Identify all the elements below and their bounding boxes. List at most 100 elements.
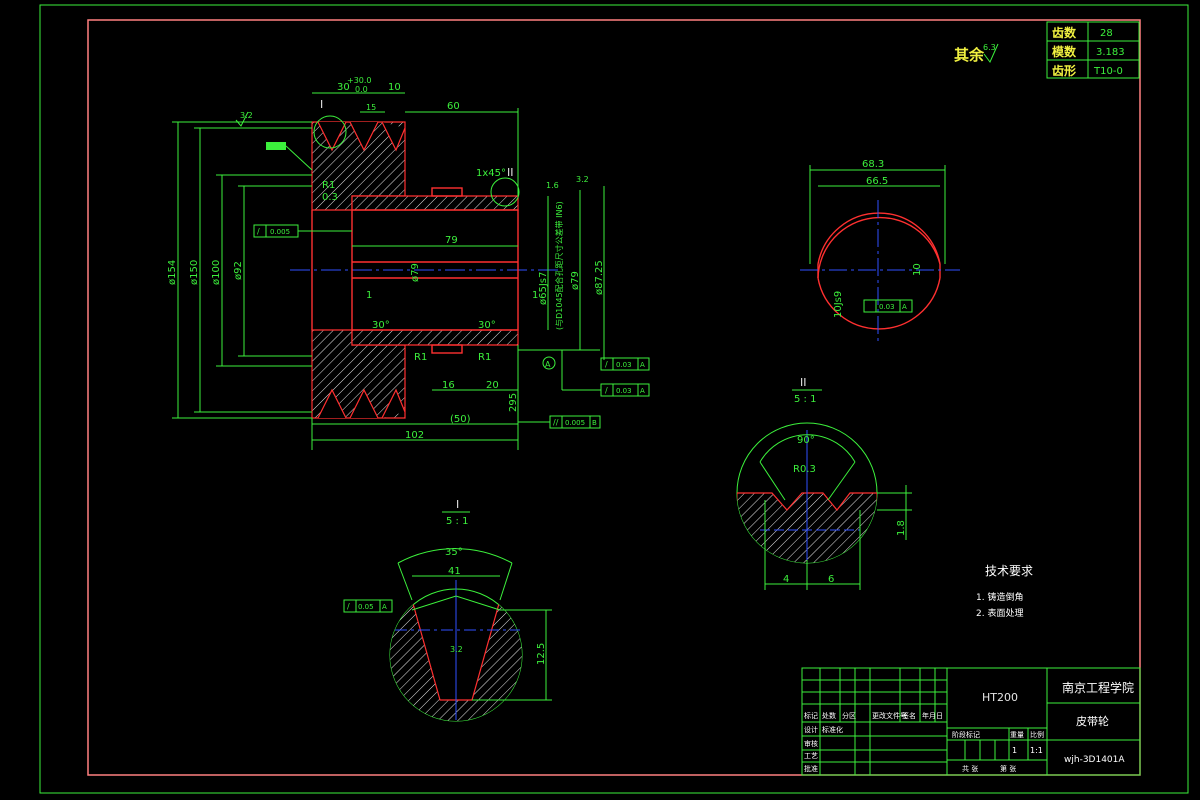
tb-header: 更改文件号 bbox=[872, 711, 907, 720]
tb-part-name: 皮带轮 bbox=[1076, 714, 1109, 728]
detail-I-view: I 5 : 1 35° 41 3.2 12.5 / 0.05 A bbox=[343, 498, 552, 722]
dim-295: 295 bbox=[508, 393, 519, 412]
surface-finish-value: 6.3 bbox=[983, 43, 996, 52]
ra-right: 3.2 bbox=[576, 175, 589, 184]
dim-phi150: ø150 bbox=[189, 260, 200, 285]
outer-border bbox=[39, 4, 1189, 794]
param-value: 3.183 bbox=[1096, 47, 1125, 58]
hub-section-bottom bbox=[351, 329, 519, 346]
detail-II-d4: 4 bbox=[783, 574, 789, 585]
dim-phi154: ø154 bbox=[167, 260, 178, 285]
tb-role: 审核 bbox=[804, 739, 818, 748]
tb-header: 处数 bbox=[822, 711, 836, 720]
dim-chamfer: 1x45° bbox=[476, 168, 506, 179]
svg-text:A: A bbox=[545, 360, 551, 369]
dim-phi92: ø92 bbox=[233, 261, 244, 280]
svg-text:/: / bbox=[347, 602, 350, 611]
svg-text:A: A bbox=[902, 303, 907, 311]
svg-text:0.03: 0.03 bbox=[616, 361, 632, 369]
dim-10-key: 10 bbox=[912, 263, 923, 276]
svg-text:A: A bbox=[382, 603, 387, 611]
svg-text:/: / bbox=[605, 386, 608, 395]
tb-header: 年月日 bbox=[922, 711, 943, 720]
dim-30-lower: 0.0 bbox=[355, 85, 368, 94]
tb-school: 南京工程学院 bbox=[1062, 680, 1134, 695]
tb-header: 分区 bbox=[842, 711, 856, 720]
svg-text://: // bbox=[553, 418, 559, 427]
surface-finish-note: 其余 6.3 bbox=[954, 43, 999, 64]
dim-phi79: ø79 bbox=[410, 263, 421, 282]
tb-stage: 比例 bbox=[1030, 730, 1044, 739]
dim-102: 102 bbox=[405, 430, 424, 441]
hub-section-top bbox=[351, 195, 519, 211]
section-mark-II: II bbox=[507, 166, 514, 179]
tech-requirements: 技术要求 1. 铸造倒角 2. 表面处理 bbox=[976, 564, 1033, 619]
section-mark-I: I bbox=[320, 98, 323, 111]
dim-30: 30 bbox=[337, 82, 350, 93]
svg-text:B: B bbox=[592, 419, 597, 427]
tb-scale: 1:1 bbox=[1030, 746, 1043, 755]
svg-text:/: / bbox=[605, 360, 608, 369]
keyway-view: 68.3 66.5 10 10Js9 0.03 A bbox=[800, 159, 960, 345]
param-label: 齿数 bbox=[1052, 25, 1077, 40]
svg-text:A: A bbox=[640, 361, 645, 369]
vertical-note: (与D1045配合孔距尺寸公差带 IN6) bbox=[554, 201, 564, 330]
tb-role: 设计 bbox=[804, 725, 818, 734]
tb-header: 签名 bbox=[902, 711, 916, 720]
detail-II-d18: 1.8 bbox=[896, 520, 907, 536]
main-section-view: I II ø154 ø150 ø100 ø92 30 +30.0 0.0 10 … bbox=[167, 76, 650, 450]
angle-30-left: 30° bbox=[372, 320, 390, 331]
dim-r1-bot: R1 bbox=[414, 352, 427, 363]
dim-10js9: 10Js9 bbox=[833, 291, 844, 318]
runout-frame-left: / 0.005 bbox=[253, 224, 352, 238]
detail-I-d125: 12.5 bbox=[536, 643, 547, 665]
symmetry-frame bbox=[863, 299, 913, 313]
svg-text:0.03: 0.03 bbox=[616, 387, 632, 395]
tb-stage: 阶段标记 bbox=[952, 730, 980, 739]
detail-I-tol-frame bbox=[343, 599, 393, 613]
param-label: 模数 bbox=[1052, 44, 1077, 59]
dim-20: 20 bbox=[486, 380, 499, 391]
title-block: 标记 处数 分区 更改文件号 签名 年月日 设计 标准化 审核 工艺 批准 阶段… bbox=[801, 667, 1141, 776]
tech-req-title: 技术要求 bbox=[985, 564, 1033, 578]
tech-req-item: 2. 表面处理 bbox=[976, 607, 1023, 619]
tb-footer-left: 共 张 bbox=[962, 764, 978, 773]
dim-30-upper: +30.0 bbox=[347, 76, 372, 85]
detail-I-d41: 41 bbox=[448, 566, 461, 577]
detail-II-d6: 6 bbox=[828, 574, 834, 585]
datum-A bbox=[542, 356, 556, 370]
dim-phi100: ø100 bbox=[211, 260, 222, 285]
tb-role: 工艺 bbox=[804, 752, 818, 760]
dim-79: 79 bbox=[445, 235, 458, 246]
inner-border bbox=[87, 19, 1141, 776]
runout-frame-r2: / 0.03 A bbox=[561, 350, 650, 397]
dim-68-3: 68.3 bbox=[862, 159, 884, 170]
tb-role: 批准 bbox=[804, 764, 818, 773]
ra-mid: 1.6 bbox=[546, 181, 559, 190]
svg-text:0.005: 0.005 bbox=[270, 228, 290, 236]
tb-header: 标记 bbox=[804, 711, 818, 720]
svg-text:0.05: 0.05 bbox=[358, 603, 374, 611]
tb-role: 标准化 bbox=[822, 725, 843, 734]
dim-66-5: 66.5 bbox=[866, 176, 888, 187]
detail-II-title: II bbox=[800, 376, 807, 389]
tb-drawing-no: wjh-3D1401A bbox=[1064, 755, 1125, 765]
dim-10-top: 10 bbox=[388, 82, 401, 93]
dim-phi79-fit: ø79 bbox=[570, 271, 581, 290]
dim-16: 16 bbox=[442, 380, 455, 391]
runout-frame-r1: / 0.03 A bbox=[600, 357, 650, 371]
svg-text:0.005: 0.005 bbox=[565, 419, 585, 427]
dim-1-left: 1 bbox=[366, 290, 372, 301]
dim-r1-top: R1 bbox=[322, 180, 335, 191]
tech-req-item: 1. 铸造倒角 bbox=[976, 591, 1023, 603]
detail-I-title: I bbox=[456, 498, 459, 511]
surface-finish-label: 其余 bbox=[954, 46, 985, 64]
param-value: T10-0 bbox=[1093, 66, 1123, 77]
params-table: 齿数 28 模数 3.183 齿形 T10-0 bbox=[1046, 21, 1140, 79]
dim-50: (50) bbox=[450, 414, 471, 425]
svg-text:A: A bbox=[640, 387, 645, 395]
dim-phi65: ø65Js7 bbox=[538, 272, 549, 305]
tb-quantity: 1 bbox=[1012, 746, 1017, 755]
detail-II-scale: 5 : 1 bbox=[794, 394, 816, 405]
